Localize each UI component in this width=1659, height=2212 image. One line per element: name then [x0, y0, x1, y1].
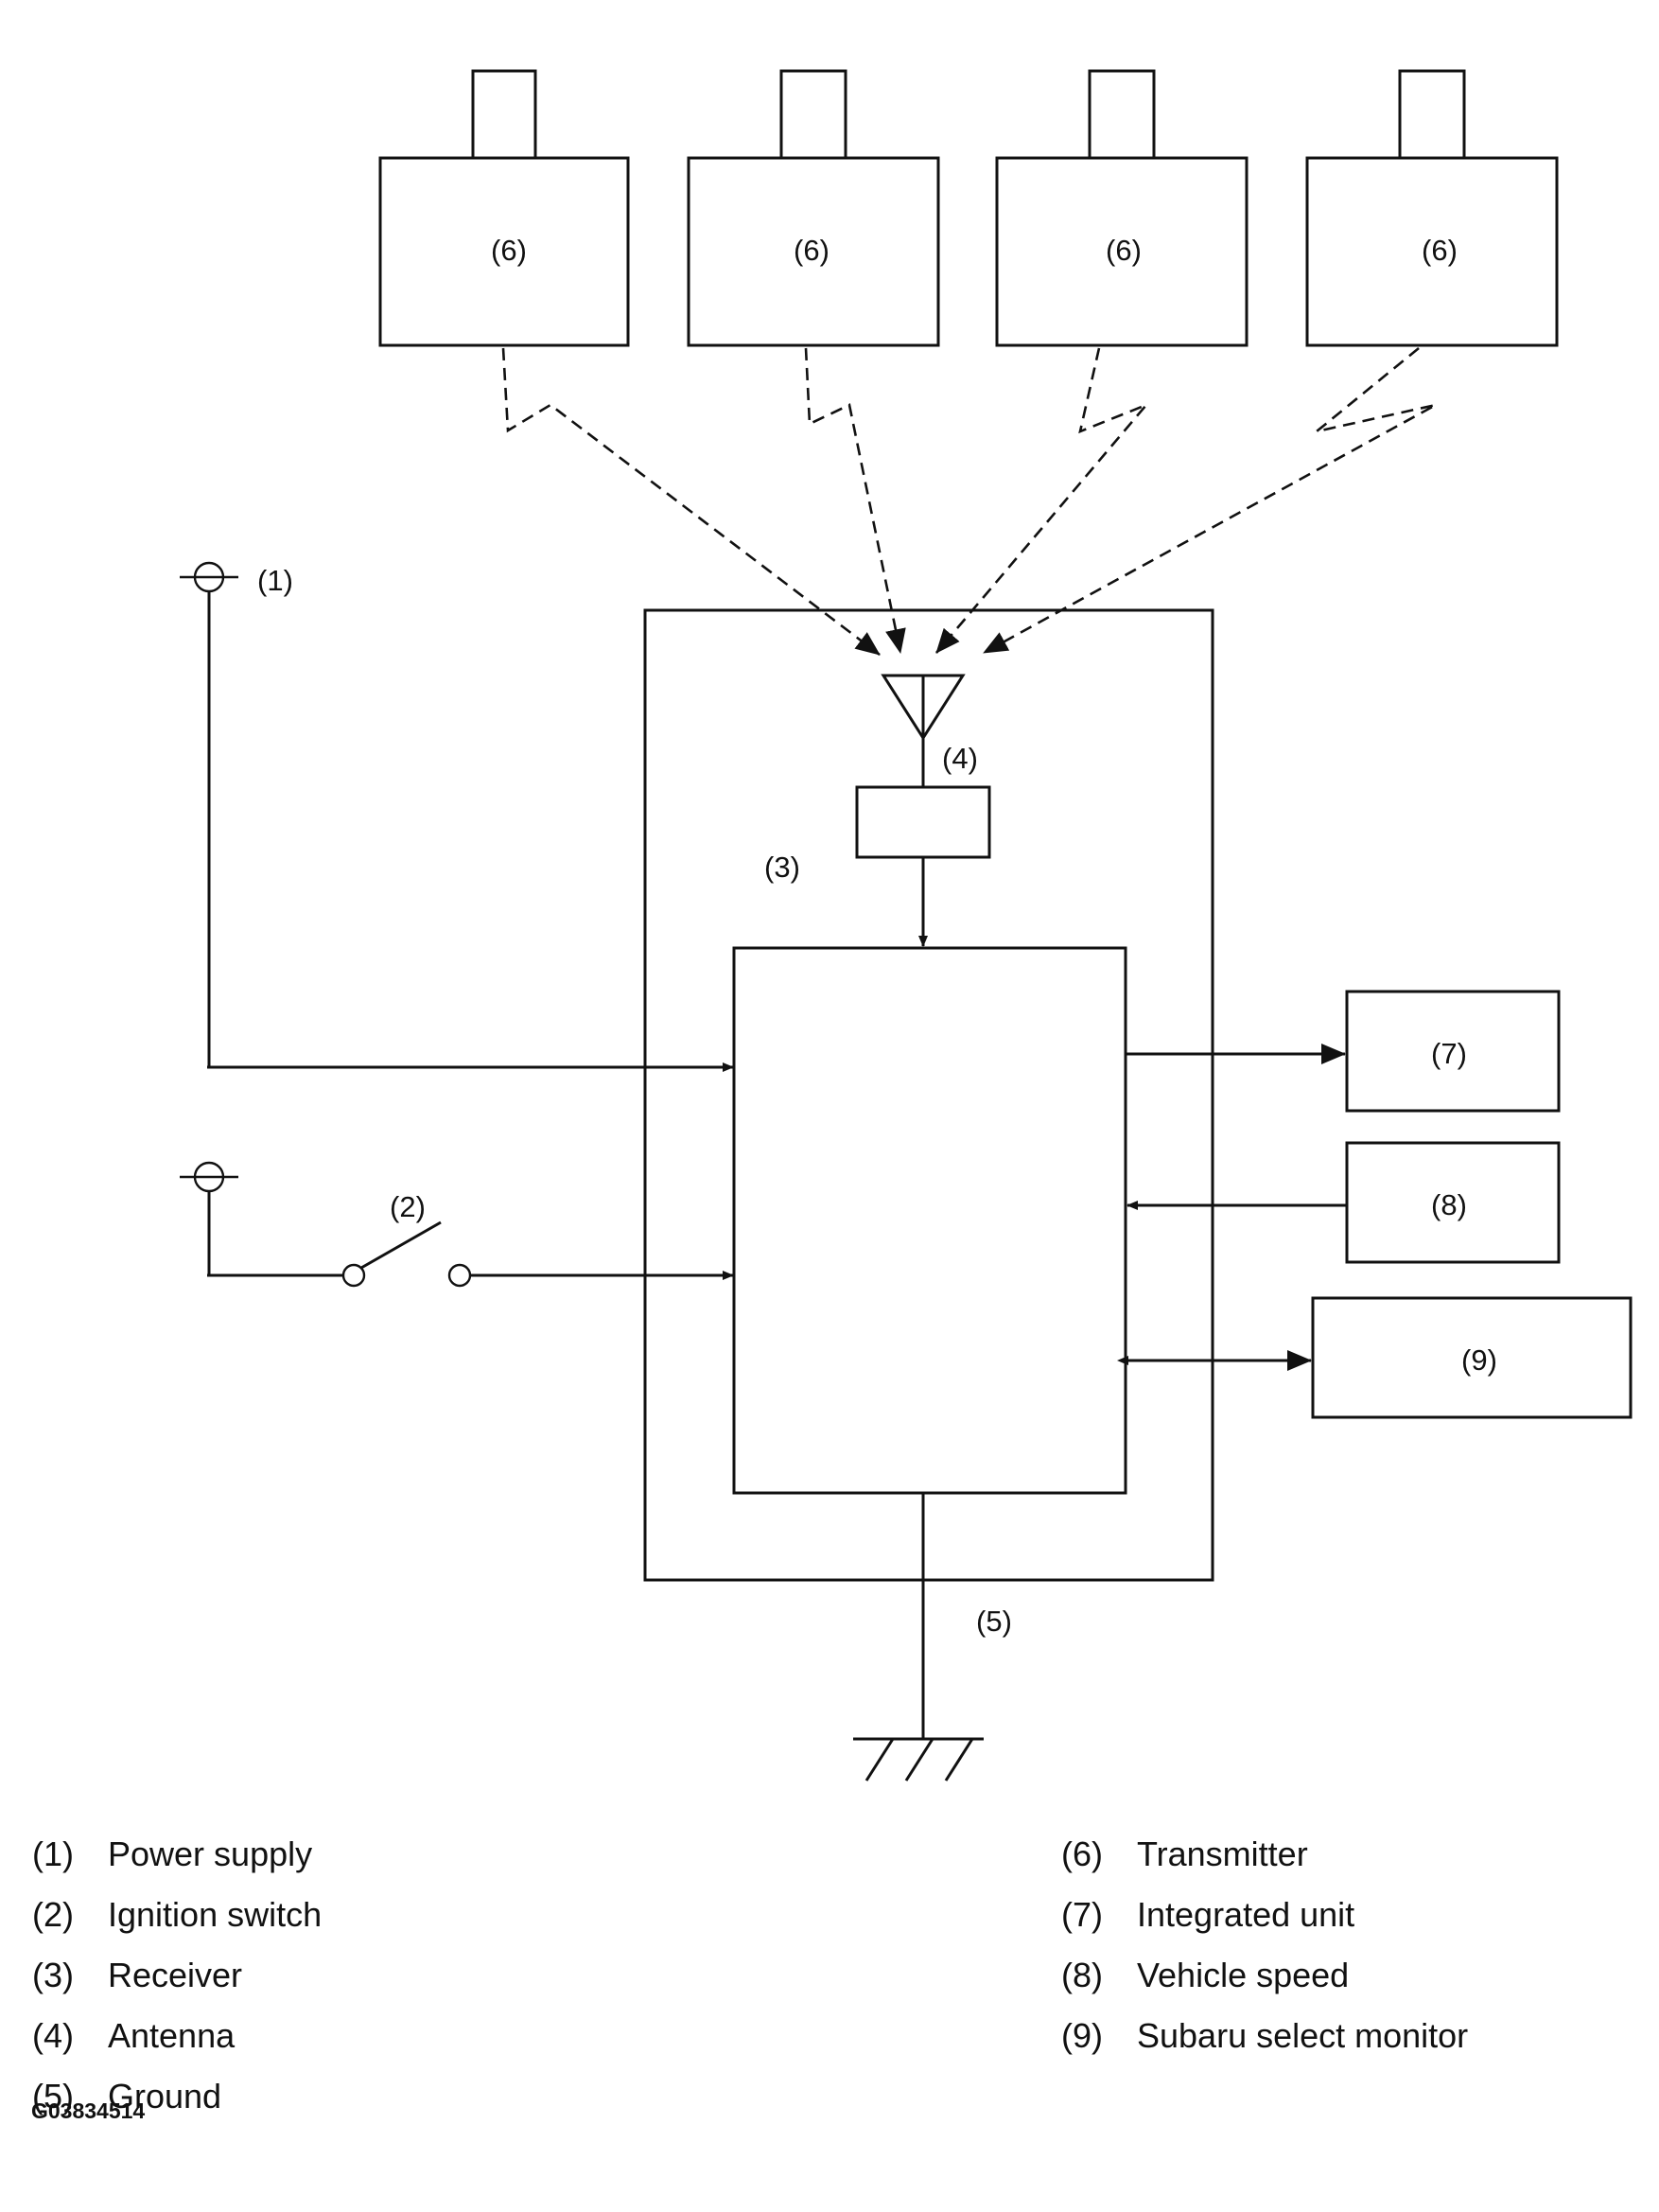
vehicle-speed-label: (8)	[1431, 1188, 1467, 1221]
integrated-unit-label: (7)	[1431, 1037, 1467, 1070]
ground: (5)	[853, 1493, 1012, 1782]
ignition-switch: (2)	[180, 1161, 734, 1288]
power-supply: (1)	[180, 561, 734, 1072]
legend-item: (8) Vehicle speed	[1061, 1945, 1468, 2006]
legend-number: (6)	[1061, 1835, 1103, 1873]
legend-left: (1) Power supply (2) Ignition switch (3) Re…	[32, 1824, 322, 2127]
legend-text: Antenna	[108, 2016, 236, 2055]
figure-id: G03834514	[31, 2098, 146, 2123]
integrated-unit: (7)	[1126, 990, 1561, 1113]
legend-text: Integrated unit	[1137, 1895, 1355, 1934]
legend-item: (3) Receiver	[32, 1945, 322, 2006]
antenna-label: (4)	[942, 742, 978, 775]
legend-number: (3)	[32, 1956, 74, 1994]
legend-item: (1) Power supply	[32, 1824, 322, 1885]
legend-text: Ignition switch	[108, 1895, 323, 1934]
transmitter-label: (6)	[794, 234, 830, 267]
vehicle-speed: (8)	[1126, 1141, 1561, 1264]
transmitter-3: (6)	[995, 69, 1249, 347]
transmitter-label: (6)	[1106, 234, 1142, 267]
antenna: (4)	[855, 674, 991, 947]
legend-item: (2) Ignition switch	[32, 1885, 322, 1945]
legend-text: Subaru select monitor	[1137, 2016, 1469, 2055]
power-supply-label: (1)	[257, 564, 293, 597]
legend-text: Vehicle speed	[1137, 1956, 1350, 1994]
transmitter-2: (6)	[687, 69, 940, 347]
ignition-switch-label: (2)	[390, 1190, 426, 1223]
receiver: (3)	[643, 608, 1214, 1582]
legend-item: (9) Subaru select monitor	[1061, 2006, 1468, 2066]
legend-item: (6) Transmitter	[1061, 1824, 1468, 1885]
transmitter-4: (6)	[1305, 69, 1559, 347]
legend-item: (4) Antenna	[32, 2006, 322, 2066]
legend-number: (9)	[1061, 2016, 1103, 2055]
transmitter-label: (6)	[491, 234, 527, 267]
legend-text: Transmitter	[1137, 1835, 1308, 1873]
legend-right: (6) Transmitter (7) Integrated unit (8) Veh…	[1061, 1824, 1468, 2066]
receiver-label: (3)	[764, 851, 800, 884]
legend-text: Receiver	[108, 1956, 243, 1994]
legend-number: (2)	[32, 1895, 74, 1934]
legend-number: (8)	[1061, 1956, 1103, 1994]
legend-text: Ground	[108, 2077, 222, 2115]
select-monitor-label: (9)	[1461, 1343, 1497, 1377]
legend-number: (4)	[32, 2016, 74, 2055]
wireless-signals	[501, 346, 1437, 657]
legend-item: (5) Ground	[32, 2066, 322, 2127]
legend-number: (7)	[1061, 1895, 1103, 1934]
legend-number: (1)	[32, 1835, 74, 1873]
transmitter-1: (6)	[378, 69, 630, 347]
legend-number: (5)	[32, 2077, 74, 2115]
control-unit	[732, 946, 1127, 1495]
transmitter-label: (6)	[1422, 234, 1458, 267]
ground-label: (5)	[976, 1605, 1012, 1638]
legend-text: Power supply	[108, 1835, 313, 1873]
select-monitor: (9)	[1117, 1296, 1633, 1419]
legend-item: (7) Integrated unit	[1061, 1885, 1468, 1945]
